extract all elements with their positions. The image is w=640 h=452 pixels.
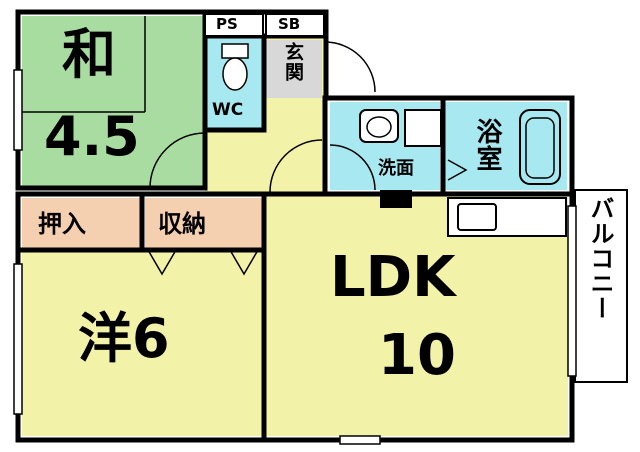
ldk-size: 10 (378, 323, 456, 388)
bathtub (519, 109, 561, 185)
window (13, 69, 23, 151)
ps-block (204, 13, 264, 37)
balcony-label: バルコニー (586, 196, 614, 321)
ps-label: PS (216, 15, 238, 33)
bathtub-inner (525, 117, 555, 179)
yoshitsu-label: 洋6 (78, 307, 170, 370)
door-swing (149, 132, 206, 189)
yoshitsu-floor (22, 250, 262, 436)
toilet-bowl (222, 57, 248, 91)
ldk-label: LDK (330, 245, 456, 310)
balcony-area (574, 189, 628, 383)
door-swing (147, 249, 177, 276)
genkan-step (266, 40, 322, 98)
door-swing (329, 144, 376, 191)
window (339, 435, 381, 445)
oshiire-floor (22, 198, 140, 250)
door-swing (229, 249, 259, 276)
sb-label: SB (278, 15, 301, 33)
oshiire-label: 押入 (38, 210, 86, 238)
kitchen-sink (457, 203, 497, 231)
genkan-label: 玄関 (282, 42, 304, 82)
partition-block (380, 190, 412, 208)
senmen-label: 洗面 (378, 158, 414, 179)
washbasin-bowl (366, 116, 392, 138)
door-swing (324, 41, 376, 93)
wc-label: WC (212, 100, 244, 120)
shuno-floor (145, 198, 262, 250)
window (567, 205, 577, 377)
door-swing (269, 139, 323, 193)
washitsu-size: 4.5 (44, 105, 140, 168)
washitsu-floor (22, 16, 205, 188)
sb-block (265, 13, 325, 37)
door-swing (447, 159, 468, 181)
toilet-tank (221, 43, 249, 59)
shuno-label: 収納 (158, 210, 206, 238)
yokushitsu-label: 浴室 (472, 118, 502, 172)
washitsu-name: 和 (62, 23, 116, 86)
washing-machine (404, 109, 442, 147)
window (13, 263, 23, 415)
wall (202, 9, 329, 101)
